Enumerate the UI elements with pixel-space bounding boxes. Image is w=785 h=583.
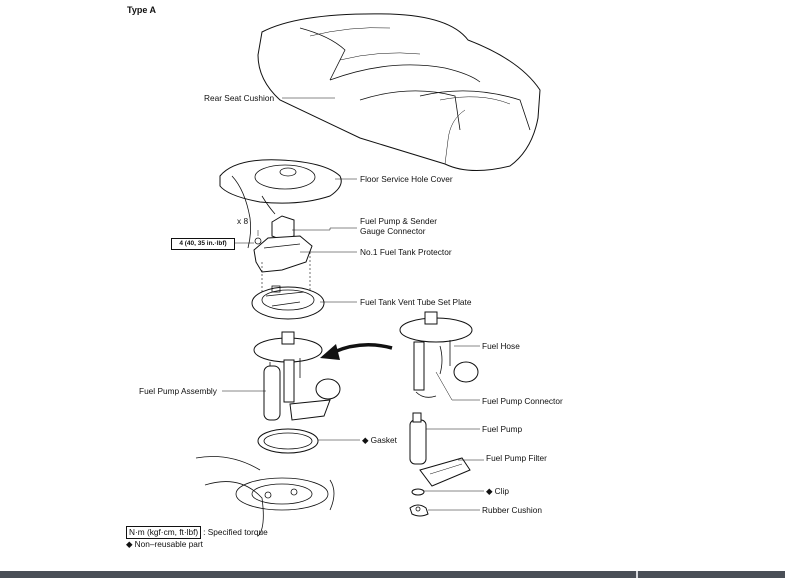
label-vent-tube-plate: Fuel Tank Vent Tube Set Plate	[360, 297, 472, 307]
disassembled-pump-drawing	[399, 311, 479, 398]
label-tank-protector: No.1 Fuel Tank Protector	[360, 247, 452, 257]
diagram-title: Type A	[127, 5, 157, 15]
fuel-pump-filter-drawing	[419, 457, 471, 487]
label-fuel-hose: Fuel Hose	[482, 341, 520, 351]
label-bolt-count: x 8	[237, 216, 249, 226]
legend: N·m (kgf·cm, ft·lbf): Specified torque ◆…	[126, 526, 268, 550]
fuel-tank-top-drawing	[195, 456, 335, 537]
rubber-cushion-drawing	[409, 504, 429, 517]
fuel-pump-assembly-drawing	[253, 331, 341, 421]
assembly-arrow	[320, 343, 393, 360]
legend-torque-row: N·m (kgf·cm, ft·lbf): Specified torque	[126, 526, 268, 539]
label-fuel-pump-filter: Fuel Pump Filter	[486, 453, 547, 463]
label-gasket: ◆ Gasket	[362, 435, 397, 445]
label-fuel-pump: Fuel Pump	[482, 424, 523, 434]
label-rear-seat-cushion: Rear Seat Cushion	[204, 93, 275, 103]
label-fuel-pump-assembly: Fuel Pump Assembly	[139, 386, 217, 396]
legend-non-reusable: ◆ Non–reusable part	[126, 539, 203, 549]
tank-protector-drawing	[253, 235, 313, 294]
label-fuel-pump-connector: Fuel Pump Connector	[482, 396, 563, 406]
vent-tube-plate-drawing	[251, 285, 325, 320]
rear-seat-cushion-drawing	[257, 13, 541, 172]
label-floor-service-hole-cover: Floor Service Hole Cover	[360, 174, 453, 184]
label-connector-line1: Fuel Pump & Sender	[360, 216, 438, 226]
bottom-bar-divider	[636, 571, 638, 578]
clip-drawing	[411, 488, 425, 496]
label-clip: ◆ Clip	[486, 486, 509, 496]
torque-spec-box: 4 (40, 35 in.·lbf)	[171, 238, 235, 250]
bottom-bar	[0, 571, 785, 578]
legend-torque-unit: N·m (kgf·cm, ft·lbf)	[126, 526, 202, 539]
label-rubber-cushion: Rubber Cushion	[482, 505, 542, 515]
leader-lines	[222, 97, 484, 511]
gasket-drawing	[257, 428, 319, 454]
floor-service-hole-cover-drawing	[219, 159, 342, 249]
fuel-pump-drawing	[409, 412, 427, 465]
label-connector-line2: Gauge Connector	[360, 226, 426, 236]
legend-torque-text: : Specified torque	[203, 527, 268, 537]
